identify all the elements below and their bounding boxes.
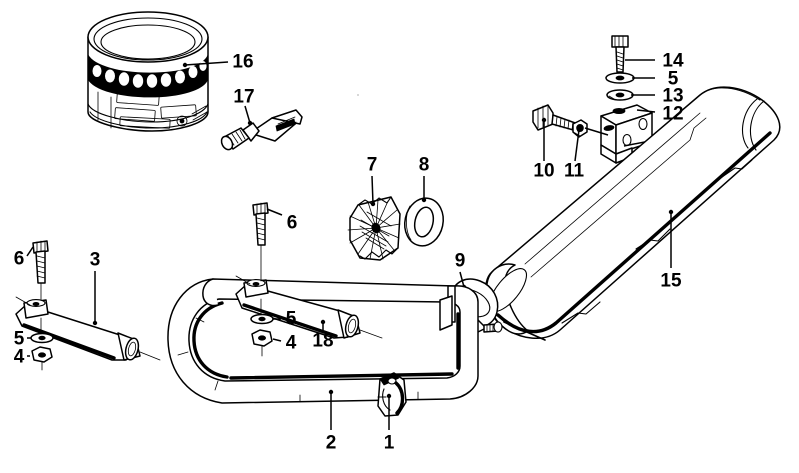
- leader-line-9: [459, 271, 465, 288]
- callout-17: 17: [233, 86, 255, 108]
- part-8-sealing-ring: [404, 176, 444, 247]
- part-5-plain-washer-bracket: [605, 72, 655, 84]
- callout-4-left: 4: [13, 346, 25, 368]
- callout-3: 3: [89, 249, 101, 271]
- leader-line-6-left: [26, 246, 34, 257]
- part-1-pipe-saddle-clamp: [377, 372, 407, 430]
- part-12-mounting-bracket: [600, 104, 661, 164]
- part-16-sealing-compound-can: [87, 11, 229, 132]
- part-17-sealing-paste-tube: [220, 105, 303, 151]
- callout-13: 13: [662, 85, 684, 107]
- part-4-hex-nut-left: [27, 346, 53, 371]
- part-6-hex-bolt-left: [26, 240, 49, 301]
- part-15-rear-muffler: [484, 86, 781, 341]
- callout-12: 12: [662, 103, 684, 125]
- callout-8: 8: [418, 154, 430, 176]
- leader-line-12: [636, 109, 656, 113]
- callout-1: 1: [383, 432, 395, 454]
- callout-14: 14: [662, 50, 684, 72]
- registration-dot: [357, 94, 359, 96]
- part-6-hex-bolt-center: [252, 202, 283, 282]
- leader-line-11: [574, 129, 580, 162]
- callout-4-center: 4: [285, 332, 297, 354]
- callout-6-left: 6: [13, 248, 25, 270]
- part-5-plain-washer-center: [250, 298, 281, 325]
- part-18-right-mounting-bar: [235, 275, 383, 339]
- leader-line-6-center: [266, 208, 283, 216]
- leader-line-17: [244, 105, 251, 124]
- leader-line-4-center: [272, 338, 282, 342]
- part-2-front-exhaust-pipe: [167, 278, 479, 430]
- part-13-lock-washer: [606, 89, 655, 101]
- leader-line-11b: [584, 127, 609, 136]
- part-14-hex-bolt: [611, 35, 655, 73]
- part-7-bevel-gear-spring: [347, 175, 401, 261]
- callout-15: 15: [660, 270, 682, 292]
- leader-line-7: [371, 175, 374, 205]
- callout-16: 16: [232, 51, 254, 73]
- part-10-hex-bolt-short: [532, 104, 579, 161]
- part-11-hex-nut: [572, 119, 609, 162]
- callout-11: 11: [563, 160, 585, 182]
- callout-9: 9: [454, 250, 466, 272]
- callout-2: 2: [325, 432, 337, 454]
- can-band-dots: [92, 61, 207, 88]
- callout-6-center: 6: [286, 212, 298, 234]
- callout-5-bracket: 5: [667, 68, 679, 90]
- callout-18: 18: [312, 330, 334, 352]
- part-4-hex-nut-center: [251, 329, 282, 357]
- callout-5-center: 5: [285, 308, 297, 330]
- leader-line-16: [184, 61, 229, 66]
- callout-5-left: 5: [13, 328, 25, 350]
- part-3-left-mounting-bar: [15, 271, 161, 361]
- callout-7: 7: [366, 154, 378, 176]
- part-5-plain-washer-left: [27, 317, 54, 344]
- callout-10: 10: [533, 160, 555, 182]
